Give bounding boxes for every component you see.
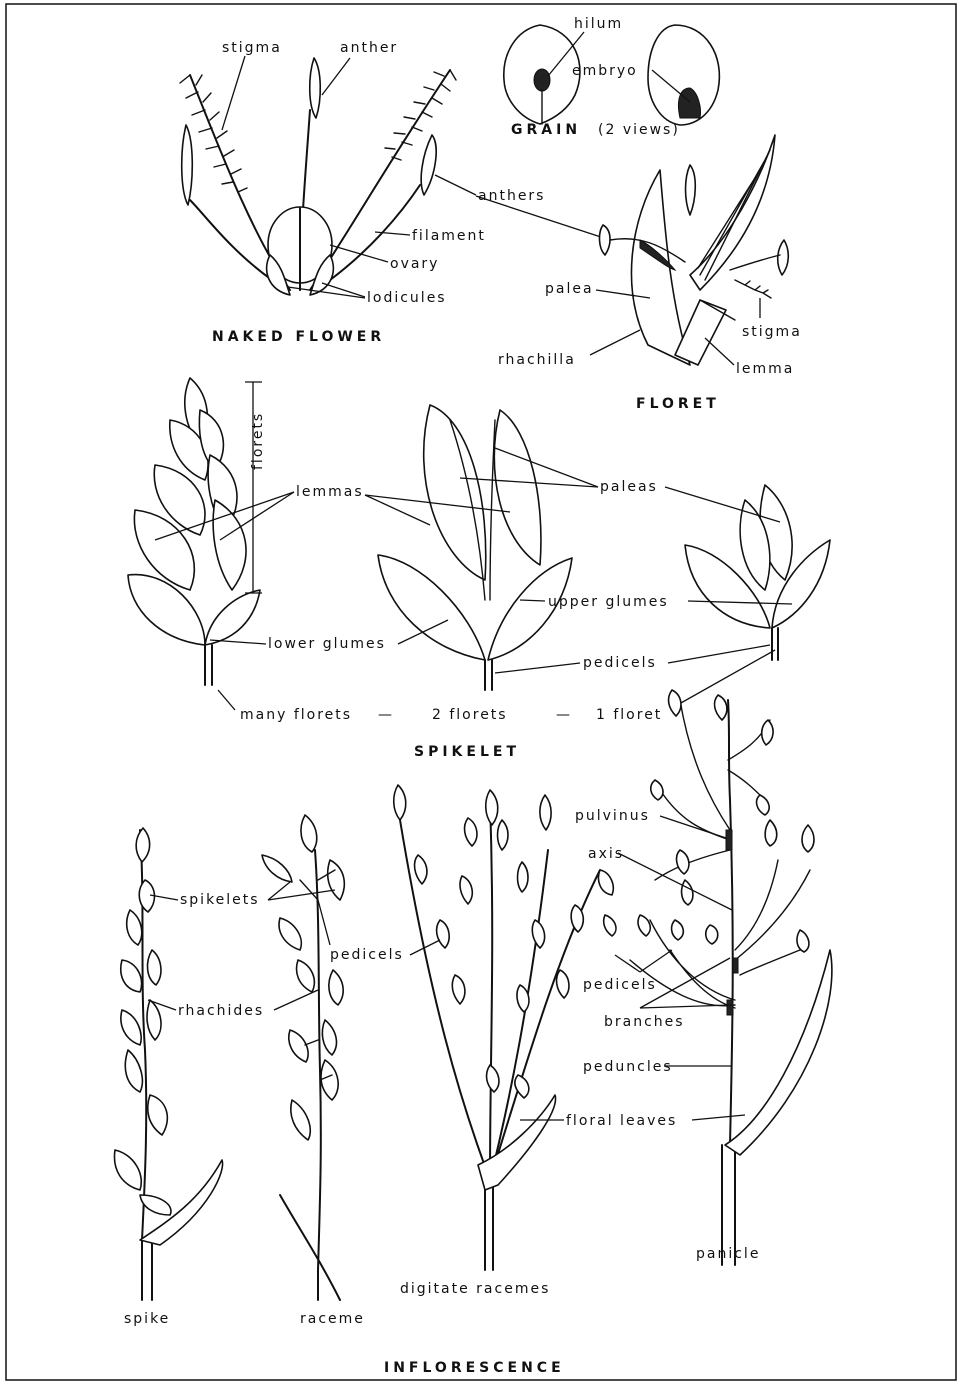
label-one-floret: 1 floret — [596, 707, 662, 723]
label-stigma: stigma — [222, 40, 282, 56]
title-inflorescence: INFLORESCENCE — [384, 1360, 565, 1376]
label-many-florets: many florets — [240, 707, 352, 723]
label-filament: filament — [412, 228, 486, 244]
title-naked-flower: NAKED FLOWER — [212, 329, 385, 345]
label-rhachilla: rhachilla — [498, 352, 576, 368]
label-pedicels-raceme: pedicels — [330, 947, 404, 963]
label-spikelets: spikelets — [180, 892, 260, 908]
raceme-drawing — [262, 815, 344, 1300]
label-hilum: hilum — [574, 16, 623, 32]
label-floret-stigma: stigma — [742, 324, 802, 340]
spikelet-one-floret — [685, 485, 830, 660]
label-branches: branches — [604, 1014, 685, 1030]
label-lemma: lemma — [736, 361, 794, 377]
label-raceme: raceme — [300, 1311, 365, 1327]
label-dash-2: — — [556, 707, 572, 723]
label-lodicules: lodicules — [367, 290, 447, 306]
label-upper-glumes: upper glumes — [548, 594, 669, 610]
label-pedicels-panicle: pedicels — [583, 977, 657, 993]
spikelet-many-florets — [128, 378, 260, 685]
title-spikelet: SPIKELET — [414, 744, 520, 760]
spikelet-two-florets — [378, 405, 572, 690]
label-panicle: panicle — [696, 1246, 760, 1262]
digitate-racemes-drawing — [394, 785, 614, 1270]
label-spike: spike — [124, 1311, 170, 1327]
title-grain: GRAIN — [511, 122, 581, 138]
label-lemmas: lemmas — [296, 484, 364, 500]
label-embryo: embryo — [572, 63, 638, 79]
subtitle-grain: (2 views) — [598, 122, 680, 138]
label-anther: anther — [340, 40, 398, 56]
label-pedicels: pedicels — [583, 655, 657, 671]
label-floral-leaves: floral leaves — [566, 1113, 677, 1129]
label-palea: palea — [545, 281, 594, 297]
title-floret: FLORET — [636, 396, 720, 412]
label-rhachides: rhachides — [178, 1003, 264, 1019]
label-pulvinus: pulvinus — [575, 808, 650, 824]
label-dash-1: — — [378, 707, 394, 723]
label-anthers: anthers — [478, 188, 545, 204]
label-florets: florets — [250, 412, 266, 470]
label-ovary: ovary — [390, 256, 439, 272]
label-peduncles: peduncles — [583, 1059, 673, 1075]
label-paleas: paleas — [600, 479, 658, 495]
label-digitate-racemes: digitate racemes — [400, 1281, 550, 1297]
label-two-florets: 2 florets — [432, 707, 508, 723]
label-lower-glumes: lower glumes — [268, 636, 386, 652]
